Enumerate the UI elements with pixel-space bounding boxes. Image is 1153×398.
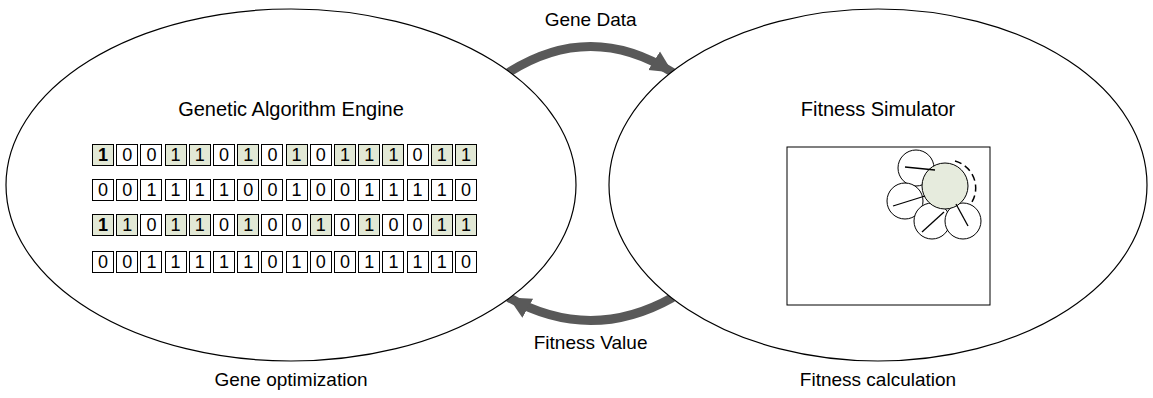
gene-bit: 1 (237, 214, 259, 236)
gene-bit: 1 (92, 214, 114, 236)
gene-bit: 1 (213, 179, 235, 201)
gene-bit: 1 (382, 251, 404, 273)
gene-bit: 1 (286, 251, 308, 273)
gene-bit: 0 (286, 214, 308, 236)
gene-bit: 1 (189, 144, 211, 166)
gene-bit: 0 (334, 179, 356, 201)
gene-bit: 0 (382, 214, 404, 236)
curved-arrow (509, 47, 673, 73)
ellipse-outline (608, 8, 1148, 362)
gene-bit: 1 (358, 179, 380, 201)
gene-bit: 0 (334, 251, 356, 273)
ellipse-node: Fitness Simulator (608, 8, 1148, 362)
gene-bit: 1 (237, 251, 259, 273)
gene-bit: 0 (116, 179, 138, 201)
caption: Gene optimization (211, 369, 370, 391)
gene-bit: 0 (455, 251, 477, 273)
gene-bit: 1 (140, 179, 162, 201)
gene-bit: 1 (92, 144, 114, 166)
gene-bit: 0 (261, 251, 283, 273)
gene-bit: 0 (92, 179, 114, 201)
gene-bit: 0 (213, 144, 235, 166)
caption: Fitness calculation (797, 369, 959, 391)
node-title: Genetic Algorithm Engine (5, 98, 577, 121)
gene-bit: 0 (261, 214, 283, 236)
gene-bit: 0 (310, 144, 332, 166)
gene-bit: 0 (116, 144, 138, 166)
simulator-illustration (608, 8, 1148, 362)
gene-bit: 0 (213, 214, 235, 236)
gene-bit: 1 (116, 214, 138, 236)
gene-bit: 1 (455, 214, 477, 236)
gene-bit: 0 (407, 144, 429, 166)
gene-bit: 1 (334, 144, 356, 166)
gene-bit: 1 (310, 214, 332, 236)
gene-bit: 0 (407, 214, 429, 236)
gene-bit: 0 (140, 214, 162, 236)
gene-bit: 1 (431, 214, 453, 236)
gene-bit: 1 (431, 251, 453, 273)
gene-bit: 1 (286, 144, 308, 166)
gene-bit: 1 (358, 214, 380, 236)
edge-label: Fitness Value (531, 332, 651, 354)
gene-bit: 1 (165, 214, 187, 236)
gene-bit: 1 (189, 251, 211, 273)
gene-bit: 1 (213, 251, 235, 273)
gene-bit: 0 (237, 179, 259, 201)
gene-bit: 1 (431, 179, 453, 201)
gene-bit: 0 (310, 251, 332, 273)
gene-bit: 0 (140, 144, 162, 166)
gene-bit: 1 (189, 179, 211, 201)
gene-bit: 0 (261, 179, 283, 201)
gene-bit: 1 (286, 179, 308, 201)
gene-bit: 0 (455, 179, 477, 201)
gene-bit: 1 (407, 179, 429, 201)
gene-bit: 1 (165, 179, 187, 201)
curved-arrow (509, 297, 673, 320)
gene-bit: 1 (189, 214, 211, 236)
gene-bit: 1 (431, 144, 453, 166)
gene-bit: 0 (334, 214, 356, 236)
gene-bit: 1 (165, 251, 187, 273)
gene-bit: 1 (358, 144, 380, 166)
gene-bit: 0 (261, 144, 283, 166)
gene-bit: 1 (455, 144, 477, 166)
gene-bit: 1 (140, 251, 162, 273)
gene-bit: 0 (92, 251, 114, 273)
node-title: Fitness Simulator (608, 98, 1148, 121)
gene-bit: 1 (237, 144, 259, 166)
gene-bit: 1 (165, 144, 187, 166)
gene-bit: 1 (407, 251, 429, 273)
gene-bit: 1 (382, 179, 404, 201)
gene-bit: 1 (358, 251, 380, 273)
gene-bit: 0 (116, 251, 138, 273)
gene-bit: 1 (382, 144, 404, 166)
gene-bit: 0 (310, 179, 332, 201)
edge-label: Gene Data (542, 9, 640, 31)
